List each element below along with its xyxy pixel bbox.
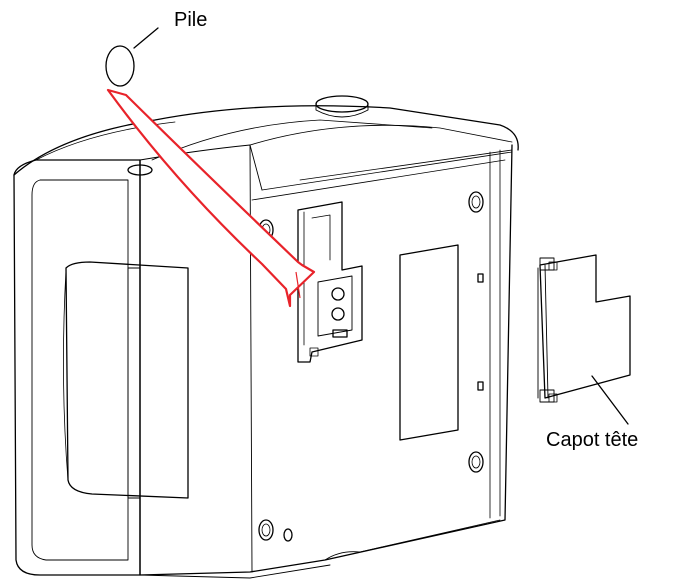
head-cover-label: Capot tête [546, 429, 639, 451]
battery-leader-line [133, 27, 159, 49]
head-cover-plate [537, 254, 631, 425]
battery-label: Pile [174, 9, 208, 31]
head-cover-leader-line [591, 375, 629, 425]
battery-insert-arrow [106, 88, 316, 308]
battery-coin [105, 27, 159, 87]
printer-body [13, 95, 519, 579]
